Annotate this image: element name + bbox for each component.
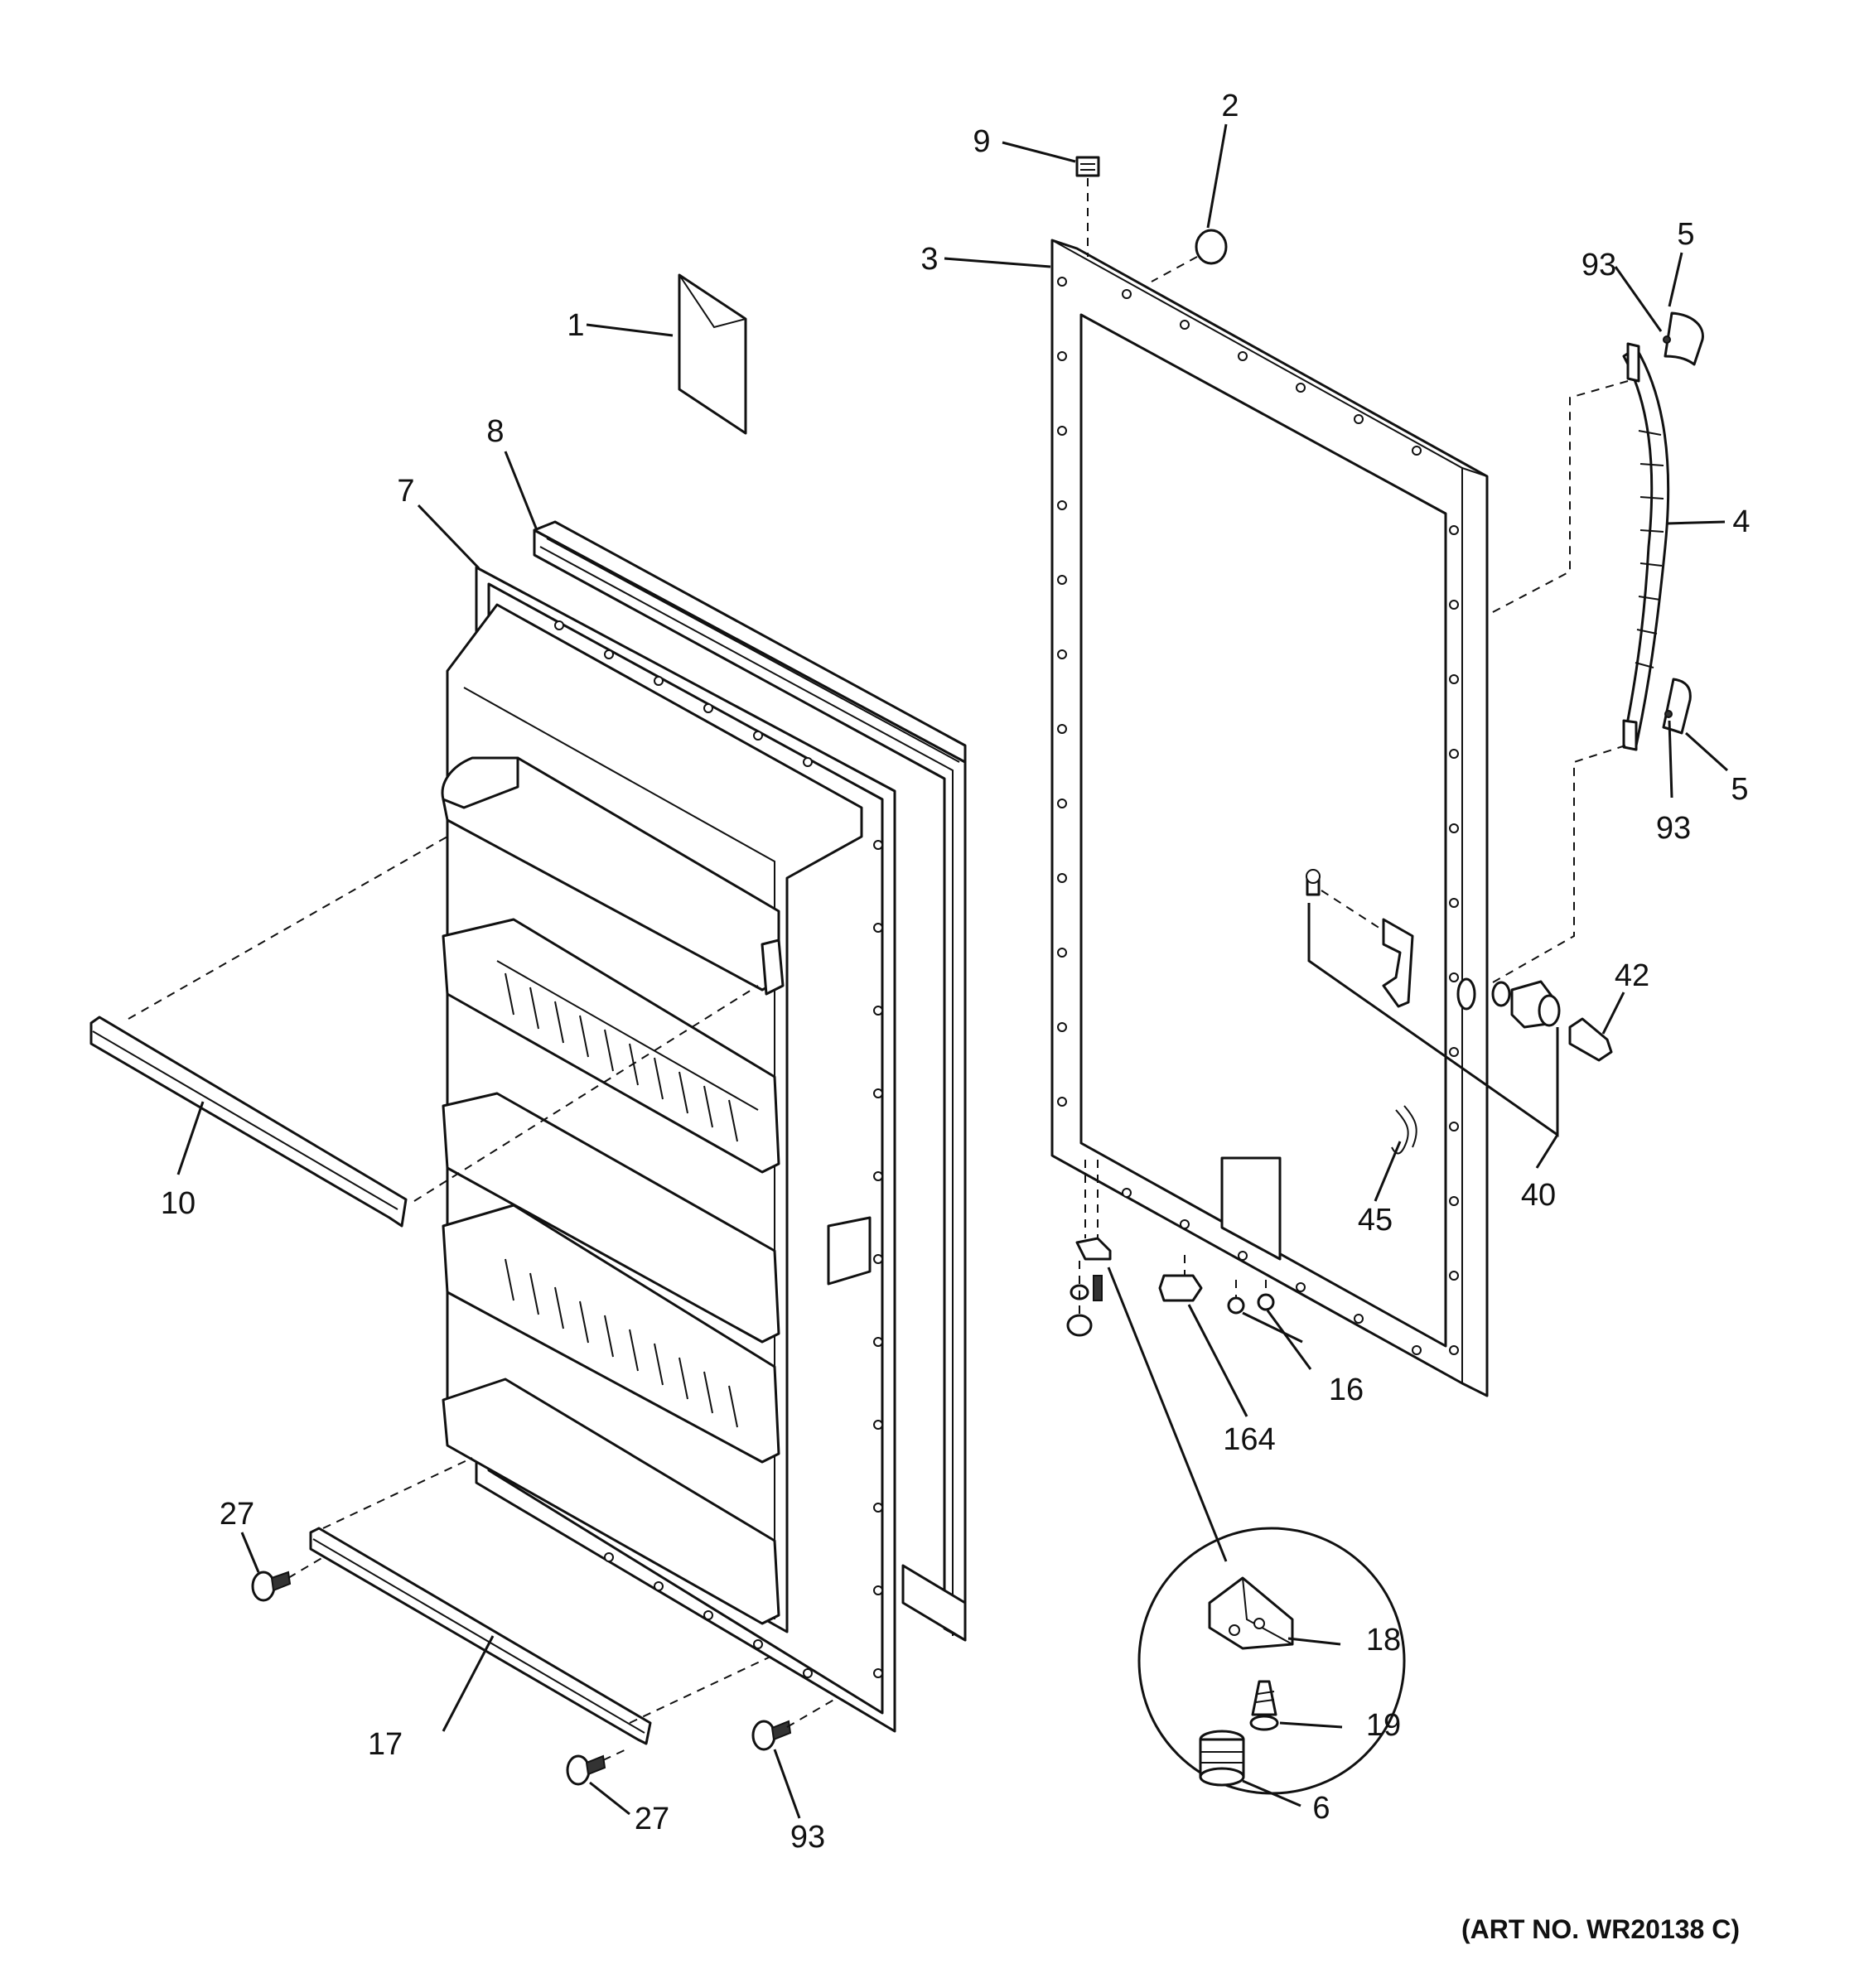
detail-screw-19	[1249, 1680, 1279, 1731]
callout-5-top: 5	[1677, 217, 1694, 252]
callout-10: 10	[161, 1186, 196, 1221]
door-shelf-3	[442, 1092, 780, 1344]
callout-18: 18	[1366, 1623, 1401, 1657]
part-door-handle	[1622, 342, 1670, 751]
part-push-pin-27-left	[251, 1571, 292, 1602]
callout-19: 19	[1366, 1708, 1401, 1743]
outer-door-holes	[1057, 277, 1459, 1355]
door-shelf-4	[442, 1204, 780, 1464]
assembly-dash-lines	[128, 836, 838, 1761]
frame-screw-holes	[554, 620, 883, 1678]
art-number: (ART NO. WR20138 C)	[1461, 1914, 1740, 1944]
handle-dash-upper	[1490, 380, 1629, 614]
callout-93-bottom: 93	[790, 1820, 825, 1855]
screw-93-right	[1664, 710, 1673, 718]
callout-45: 45	[1358, 1203, 1393, 1238]
callout-16: 16	[1329, 1373, 1364, 1407]
callout-labels: 1 2 3 4 5 5 6 7 8 9 10 16 17 18 19 27 27…	[161, 89, 1751, 1855]
callout-5-bottom: 5	[1731, 772, 1748, 807]
part-lock-assembly	[1306, 869, 1613, 1062]
part-hinge-cover-164	[1158, 1255, 1203, 1302]
callout-1: 1	[567, 308, 584, 343]
part-handle-cap-top	[1664, 311, 1704, 366]
part-push-pin-27-bottom	[566, 1754, 606, 1786]
callout-42: 42	[1615, 958, 1649, 993]
callout-3: 3	[920, 242, 938, 277]
detail-hinge-bracket-18	[1208, 1576, 1294, 1650]
part-outer-door	[1050, 239, 1489, 1397]
detail-hinge-pin-6	[1199, 1730, 1245, 1787]
part-shelf-rail-upper	[89, 1016, 408, 1228]
leader-lines	[176, 123, 1729, 1819]
callout-40: 40	[1521, 1178, 1556, 1213]
hinge-detail-view	[1137, 1527, 1406, 1795]
callout-4: 4	[1732, 504, 1750, 539]
door-shelf-1	[441, 756, 785, 996]
callout-93-right: 93	[1656, 811, 1691, 846]
callout-164: 164	[1223, 1422, 1275, 1457]
part-top-screw	[1075, 156, 1100, 257]
screw-93-top	[1663, 335, 1671, 344]
part-door-liner	[441, 603, 872, 1633]
handle-grip-ribs	[1635, 430, 1664, 668]
callout-6: 6	[1312, 1791, 1330, 1826]
part-envelope	[678, 273, 747, 435]
callout-7: 7	[397, 474, 414, 509]
part-plugs-16	[1227, 1280, 1275, 1315]
shelf-2-grille	[505, 972, 738, 1142]
part-handle-cap-bottom	[1662, 678, 1692, 735]
callout-27-left: 27	[220, 1497, 254, 1532]
callout-8: 8	[486, 414, 504, 449]
callout-17: 17	[368, 1727, 403, 1762]
door-shelf-5	[442, 1378, 780, 1625]
callout-27-bottom: 27	[635, 1802, 669, 1836]
part-push-pin-93-bottom	[751, 1720, 792, 1751]
part-gasket	[533, 520, 967, 1642]
part-shelf-rail-lower	[309, 1527, 652, 1745]
callout-9: 9	[973, 124, 990, 159]
part-hinge-bottom	[1066, 1160, 1112, 1337]
door-shelf-2	[442, 918, 780, 1174]
callout-93-top: 93	[1582, 248, 1616, 282]
shelf-4-grille	[505, 1258, 738, 1428]
part-hole-plug	[1151, 229, 1228, 282]
handle-dash-lower	[1486, 745, 1626, 987]
callout-2: 2	[1221, 89, 1239, 123]
